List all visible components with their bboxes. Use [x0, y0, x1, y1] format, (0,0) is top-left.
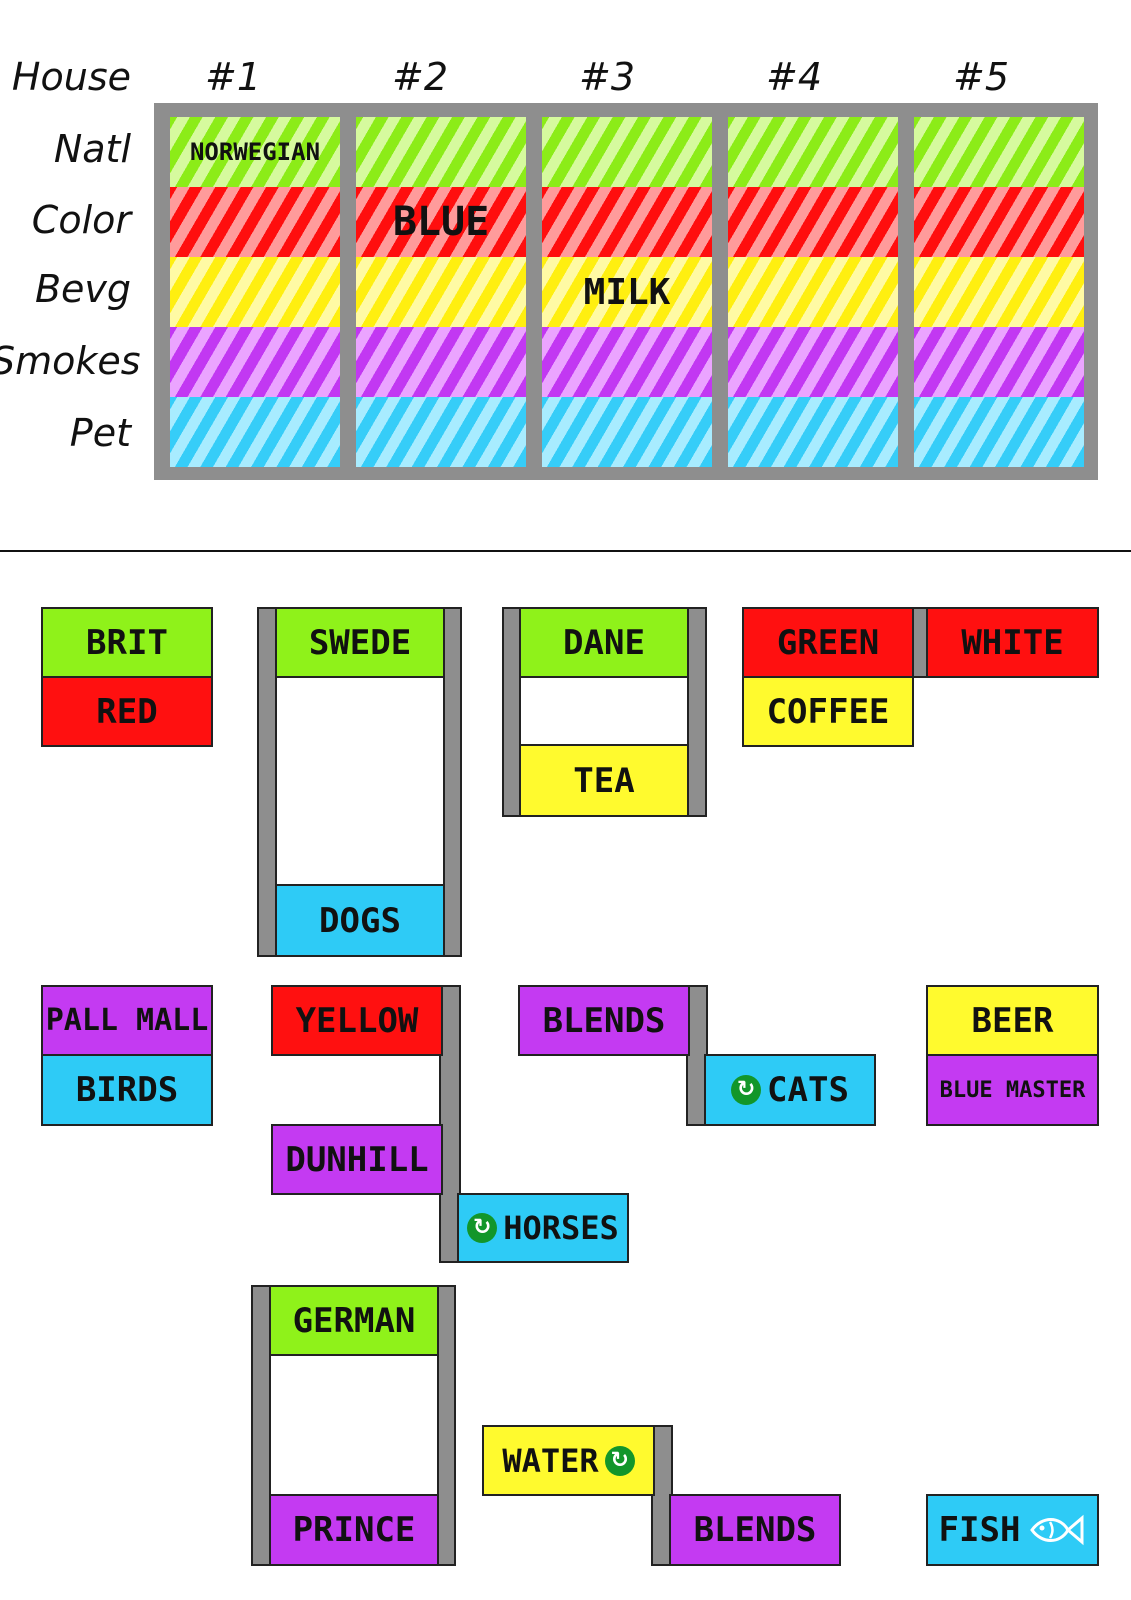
row-label-natl: Natl [53, 127, 131, 171]
clue-fish[interactable]: FISH [926, 1494, 1099, 1566]
house-number-3: #3 [578, 55, 636, 99]
clue-birds[interactable]: BIRDS [41, 1054, 213, 1126]
clue-red-text: RED [96, 691, 158, 732]
cell-bevg-4[interactable] [728, 257, 898, 327]
clue-pall-mall-text: PALL MALL [45, 1003, 209, 1038]
clue-dane[interactable]: DANE [519, 607, 689, 678]
cell-color-3[interactable] [542, 187, 712, 257]
clue-beer-text: BEER [971, 1000, 1054, 1041]
cell-smokes-3[interactable] [542, 327, 712, 397]
row-label-house: House [11, 55, 131, 99]
clue-blends-2[interactable]: BLENDS [669, 1494, 841, 1566]
clue-dunhill[interactable]: DUNHILL [271, 1124, 443, 1195]
cell-color-2[interactable]: BLUE [356, 187, 526, 257]
house-number-1: #1 [204, 55, 262, 99]
clue-german[interactable]: GERMAN [269, 1285, 439, 1356]
clue-blue-master[interactable]: BLUE MASTER [926, 1054, 1099, 1126]
clue-pall-mall[interactable]: PALL MALL [41, 985, 213, 1056]
clue-white-text: WHITE [961, 622, 1064, 663]
clue-german-gap [269, 1354, 439, 1496]
clue-blue-master-text: BLUE MASTER [939, 1077, 1086, 1103]
clue-dunhill-text: DUNHILL [285, 1139, 429, 1180]
row-label-color: Color [31, 198, 131, 242]
house-number-2: #2 [391, 55, 449, 99]
cell-pet-5[interactable] [914, 397, 1084, 467]
cell-pet-1[interactable] [170, 397, 340, 467]
clue-coffee-text: COFFEE [766, 691, 890, 732]
cell-color-2-text: BLUE [392, 199, 490, 245]
cell-pet-4[interactable] [728, 397, 898, 467]
clue-dane-gap [519, 676, 689, 746]
house-number-5: #5 [952, 55, 1010, 99]
cell-natl-4[interactable] [728, 117, 898, 187]
clue-coffee[interactable]: COFFEE [742, 676, 914, 747]
clue-tea-text: TEA [573, 760, 635, 801]
recycle-icon: ↻ [604, 1445, 635, 1476]
clue-water[interactable]: WATER↻ [482, 1425, 655, 1496]
cell-smokes-5[interactable] [914, 327, 1084, 397]
clue-yellow-text: YELLOW [295, 1000, 419, 1041]
clue-fish-text: FISH [938, 1510, 1021, 1550]
clue-cats-text: CATS [767, 1070, 849, 1110]
clue-horses-text: HORSES [503, 1209, 619, 1247]
clue-dogs[interactable]: DOGS [275, 884, 445, 957]
cell-color-4[interactable] [728, 187, 898, 257]
clue-swede-gap [275, 676, 445, 886]
recycle-icon: ↻ [467, 1213, 498, 1243]
cell-bevg-3-text: MILK [583, 271, 671, 313]
cell-natl-1[interactable]: NORWEGIAN [170, 117, 340, 187]
fish-icon [1030, 1514, 1084, 1546]
clue-blends-1-text: BLENDS [542, 1000, 666, 1041]
clue-blends-2-text: BLENDS [693, 1510, 817, 1550]
puzzle-grid: NORWEGIAN BLUE MILK [154, 103, 1098, 480]
section-divider [0, 550, 1131, 552]
clue-red[interactable]: RED [41, 676, 213, 747]
cell-natl-3[interactable] [542, 117, 712, 187]
cell-smokes-4[interactable] [728, 327, 898, 397]
recycle-icon: ↻ [731, 1075, 762, 1105]
cell-color-5[interactable] [914, 187, 1084, 257]
clue-tea[interactable]: TEA [519, 744, 689, 817]
clue-birds-text: BIRDS [75, 1070, 179, 1110]
cell-smokes-1[interactable] [170, 327, 340, 397]
clue-prince[interactable]: PRINCE [269, 1494, 439, 1566]
cell-natl-1-text: NORWEGIAN [189, 138, 321, 166]
clue-green-text: GREEN [776, 622, 880, 663]
clue-swede-text: SWEDE [308, 622, 412, 663]
clue-dane-text: DANE [563, 622, 645, 663]
clue-white[interactable]: WHITE [926, 607, 1099, 678]
clue-blends-1[interactable]: BLENDS [518, 985, 690, 1056]
clue-yellow[interactable]: YELLOW [271, 985, 443, 1056]
row-label-bevg: Bevg [34, 267, 131, 311]
clue-brit-text: BRIT [86, 622, 168, 663]
cell-pet-2[interactable] [356, 397, 526, 467]
cell-bevg-2[interactable] [356, 257, 526, 327]
clue-horses[interactable]: ↻HORSES [457, 1193, 629, 1263]
clue-swede[interactable]: SWEDE [275, 607, 445, 678]
clue-german-text: GERMAN [292, 1300, 416, 1341]
clue-brit[interactable]: BRIT [41, 607, 213, 678]
clue-dogs-text: DOGS [319, 900, 401, 941]
clue-water-text: WATER [502, 1441, 599, 1480]
cell-color-1[interactable] [170, 187, 340, 257]
cell-bevg-3[interactable]: MILK [542, 257, 712, 327]
clue-green[interactable]: GREEN [742, 607, 914, 678]
cell-smokes-2[interactable] [356, 327, 526, 397]
row-label-pet: Pet [69, 411, 131, 455]
cell-pet-3[interactable] [542, 397, 712, 467]
cell-natl-5[interactable] [914, 117, 1084, 187]
clue-cats[interactable]: ↻CATS [704, 1054, 876, 1126]
clue-beer[interactable]: BEER [926, 985, 1099, 1056]
house-number-4: #4 [765, 55, 823, 99]
cell-natl-2[interactable] [356, 117, 526, 187]
clue-prince-text: PRINCE [292, 1510, 416, 1550]
cell-bevg-1[interactable] [170, 257, 340, 327]
cell-bevg-5[interactable] [914, 257, 1084, 327]
row-label-smokes: Smokes [0, 339, 141, 383]
